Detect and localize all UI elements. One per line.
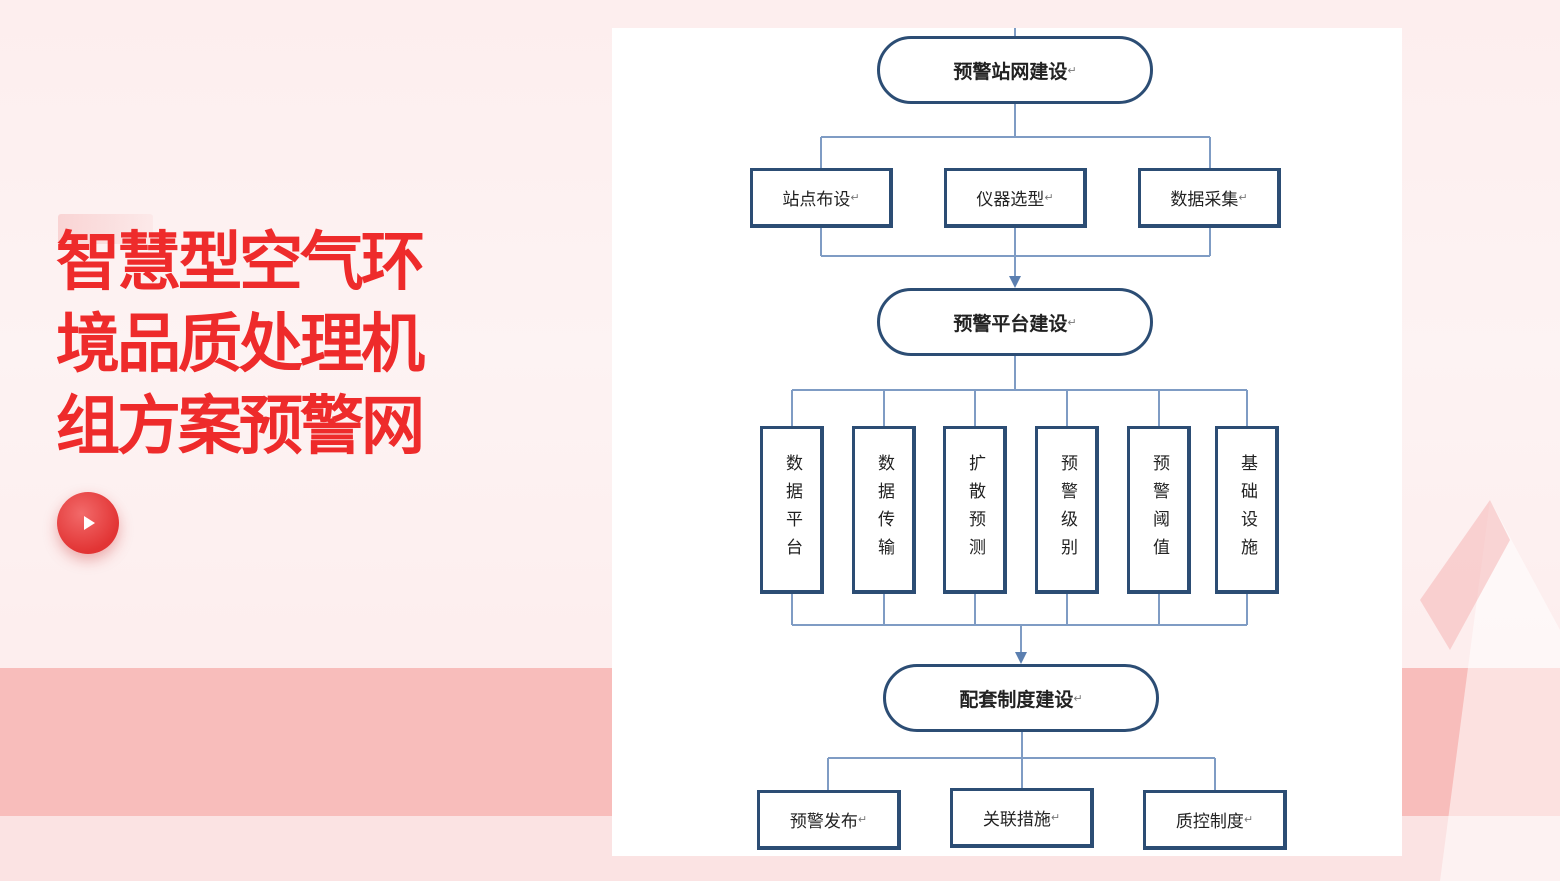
- stage1-child-2-label: 仪器选型: [976, 190, 1045, 210]
- return-mark: ↵: [1050, 811, 1061, 824]
- stage3-child-3-label: 质控制度: [1175, 812, 1244, 832]
- stage2-label: 预警平台建设: [953, 312, 1068, 335]
- stage1-label: 预警站网建设: [953, 60, 1068, 83]
- stage2-child-2-label: 数据传输: [874, 453, 894, 566]
- stage2-child-2: 数据传输: [852, 426, 916, 594]
- flowchart-connectors: [791, 28, 1248, 790]
- return-mark: ↵: [1238, 191, 1248, 204]
- stage2-child-1: 数据平台: [760, 426, 824, 594]
- stage1-child-1: 站点布设↵: [750, 168, 893, 228]
- title-shadow-decoration: [58, 214, 153, 244]
- stage1-child-3: 数据采集↵: [1138, 168, 1281, 228]
- return-mark: ↵: [1073, 691, 1083, 705]
- stage3-child-2: 关联措施↵: [950, 788, 1094, 848]
- return-mark: ↵: [1067, 63, 1077, 77]
- return-mark: ↵: [1243, 813, 1254, 826]
- flowchart-card: 预警站网建设↵ 站点布设↵ 仪器选型↵ 数据采集↵ 预警平台建设↵ 数据平台 数…: [612, 28, 1402, 856]
- stage3-node: 配套制度建设↵: [883, 664, 1159, 732]
- stage3-child-1: 预警发布↵: [757, 790, 901, 850]
- stage3-label: 配套制度建设: [959, 688, 1074, 711]
- stage3-child-2-label: 关联措施: [982, 810, 1051, 830]
- stage2-child-4-label: 预警级别: [1057, 453, 1077, 566]
- stage1-child-1-label: 站点布设: [782, 190, 851, 210]
- stage2-child-3: 扩散预测: [943, 426, 1007, 594]
- stage2-child-5-label: 预警阈值: [1149, 453, 1169, 566]
- play-button[interactable]: [57, 492, 119, 554]
- stage2-child-6: 基础设施: [1215, 426, 1279, 594]
- page-title: 智慧型空气环境品质处理机组方案预警网: [56, 226, 425, 464]
- stage3-child-1-label: 预警发布: [789, 812, 858, 832]
- stage2-child-5: 预警阈值: [1127, 426, 1191, 594]
- stage2-child-1-label: 数据平台: [782, 453, 802, 566]
- play-icon: [84, 516, 95, 530]
- stage1-node: 预警站网建设↵: [877, 36, 1153, 104]
- stage3-child-3: 质控制度↵: [1143, 790, 1287, 850]
- stage2-child-3-label: 扩散预测: [965, 453, 985, 566]
- return-mark: ↵: [850, 191, 860, 204]
- return-mark: ↵: [857, 813, 868, 826]
- stage2-child-4: 预警级别: [1035, 426, 1099, 594]
- stage2-node: 预警平台建设↵: [877, 288, 1153, 356]
- stage1-child-2: 仪器选型↵: [944, 168, 1087, 228]
- decorative-shape: [1420, 500, 1560, 881]
- stage1-child-3-label: 数据采集: [1170, 190, 1239, 210]
- return-mark: ↵: [1044, 191, 1054, 204]
- return-mark: ↵: [1067, 315, 1077, 329]
- stage2-child-6-label: 基础设施: [1237, 453, 1257, 566]
